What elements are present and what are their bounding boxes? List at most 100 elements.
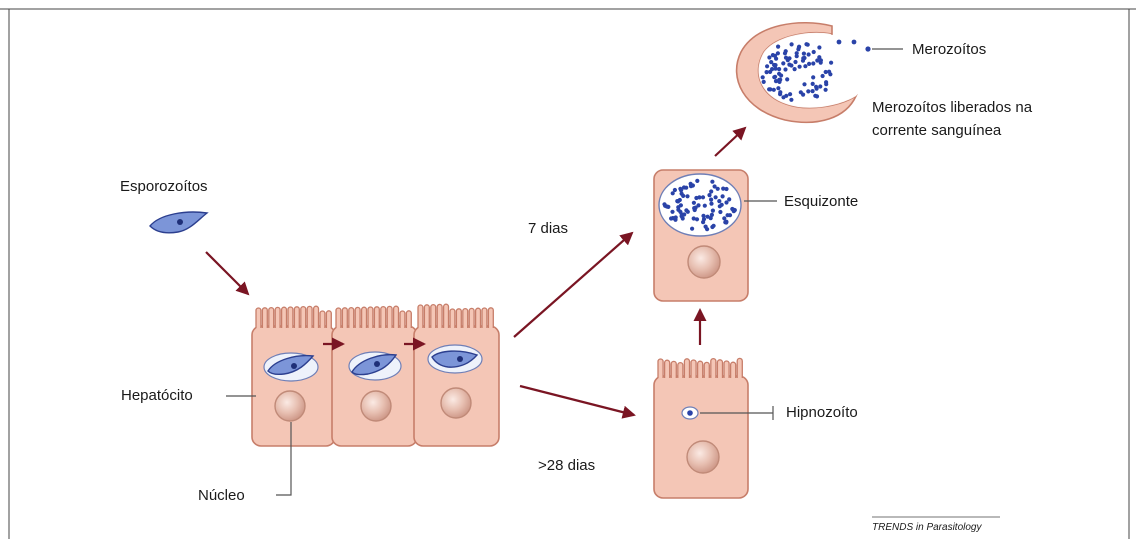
merozoite-dot — [689, 182, 693, 186]
schizont-cell-nucleus — [688, 246, 720, 278]
microvillus — [463, 309, 468, 328]
merozoite-dot — [762, 80, 766, 84]
label-released-line2: corrente sanguínea — [872, 122, 1002, 139]
merozoite-dot — [811, 75, 815, 79]
microvillus — [307, 306, 312, 328]
merozoite-dot — [784, 56, 788, 60]
hepatocyte-cell-3 — [414, 326, 499, 446]
merozoite-dot — [707, 193, 711, 197]
merozoite-dot — [776, 45, 780, 49]
merozoite-dot — [718, 210, 722, 214]
merozoite-dot — [724, 200, 728, 204]
merozoite-dot — [709, 189, 713, 193]
merozoite-dot — [730, 207, 734, 211]
merozoite-dot — [706, 215, 710, 219]
merozoite-dot — [694, 206, 698, 210]
arrow-to-hypnozoite — [520, 386, 634, 415]
microvillus — [469, 308, 474, 328]
label-28-days: >28 dias — [538, 457, 595, 474]
merozoite-dot — [684, 186, 688, 190]
nucleus-2 — [361, 391, 391, 421]
merozoite-dot — [669, 216, 673, 220]
microvillus — [671, 361, 676, 378]
label-hypnozoite: Hipnozoíto — [786, 404, 858, 421]
nucleus-3 — [441, 388, 471, 418]
merozoite-dot — [663, 204, 667, 208]
microvillus — [431, 305, 436, 328]
microvillus — [269, 308, 274, 328]
microvillus — [320, 311, 325, 328]
merozoite-dot — [682, 212, 686, 216]
merozoite-dot — [781, 61, 785, 65]
microvillus — [665, 360, 670, 378]
arrow-release — [715, 128, 745, 156]
merozoite-dot — [702, 217, 706, 221]
merozoite-dot — [718, 204, 722, 208]
microvillus — [717, 360, 722, 378]
merozoite-dot — [818, 84, 822, 88]
microvillus — [476, 308, 481, 328]
microvillus — [406, 311, 411, 328]
sporozoite-icon — [150, 212, 207, 233]
microvillus — [314, 306, 319, 328]
microvillus — [437, 304, 442, 328]
merozoite-dot — [714, 195, 718, 199]
microvillus — [275, 307, 280, 328]
merozoite-dot — [724, 220, 728, 224]
arrow-to-schizont — [514, 233, 632, 337]
merozoite-dot — [675, 199, 679, 203]
microvillus — [684, 359, 689, 378]
microvillus — [698, 361, 703, 378]
journal-credit: TRENDS in Parasitology — [872, 522, 982, 533]
microvillus — [342, 308, 347, 328]
label-hepatocyte: Hepatócito — [121, 387, 193, 404]
label-7-days: 7 dias — [528, 220, 568, 237]
microvillus — [711, 359, 716, 378]
merozoite-dot — [674, 215, 678, 219]
hepatocyte-group — [252, 304, 499, 446]
microvillus — [394, 306, 399, 328]
schizont-cell — [654, 170, 748, 301]
microvillus — [282, 307, 287, 328]
merozoite-dot — [821, 74, 825, 78]
merozoite-dot — [785, 77, 789, 81]
merozoite-dot — [777, 67, 781, 71]
merozoite-dot — [812, 50, 816, 54]
hepatocyte-cell-1 — [252, 326, 335, 446]
merozoite-dot — [692, 201, 696, 205]
merozoite-dot — [789, 98, 793, 102]
merozoite-dot — [685, 194, 689, 198]
merozoite-dot — [776, 86, 780, 90]
merozoite-dot — [710, 180, 714, 184]
merozoite-dot — [815, 87, 819, 91]
merozoite-dot — [772, 88, 776, 92]
intracellular-parasite-2 — [349, 352, 401, 380]
merozoite-dot — [781, 95, 785, 99]
merozoite-dot — [806, 89, 810, 93]
merozoite-dot — [690, 227, 694, 231]
merozoite-dot — [710, 213, 714, 217]
merozoite-dot — [728, 213, 732, 217]
merozoite-dot — [803, 64, 807, 68]
microvillus — [262, 308, 267, 328]
merozoite-dot — [815, 94, 819, 98]
merozoite-dot — [703, 204, 707, 208]
arrow-infection — [206, 252, 248, 294]
intracellular-parasite-1 — [264, 353, 318, 381]
merozoite-dot — [712, 224, 716, 228]
label-released-line1: Merozoítos liberados na — [872, 99, 1033, 116]
merozoite-dot — [676, 208, 680, 212]
merozoite-dot — [671, 191, 675, 195]
merozoite-dot — [767, 55, 771, 59]
microvillus — [731, 362, 736, 378]
merozoite-dot — [795, 51, 799, 55]
merozoite-dot — [797, 45, 801, 49]
microvillus — [691, 360, 696, 378]
microvillus — [482, 308, 487, 328]
microvillus — [424, 305, 429, 328]
microvillus — [400, 311, 405, 328]
microvillus — [418, 305, 423, 328]
merozoite-dot — [774, 57, 778, 61]
merozoite-dot — [807, 52, 811, 56]
merozoite-dot — [765, 70, 769, 74]
